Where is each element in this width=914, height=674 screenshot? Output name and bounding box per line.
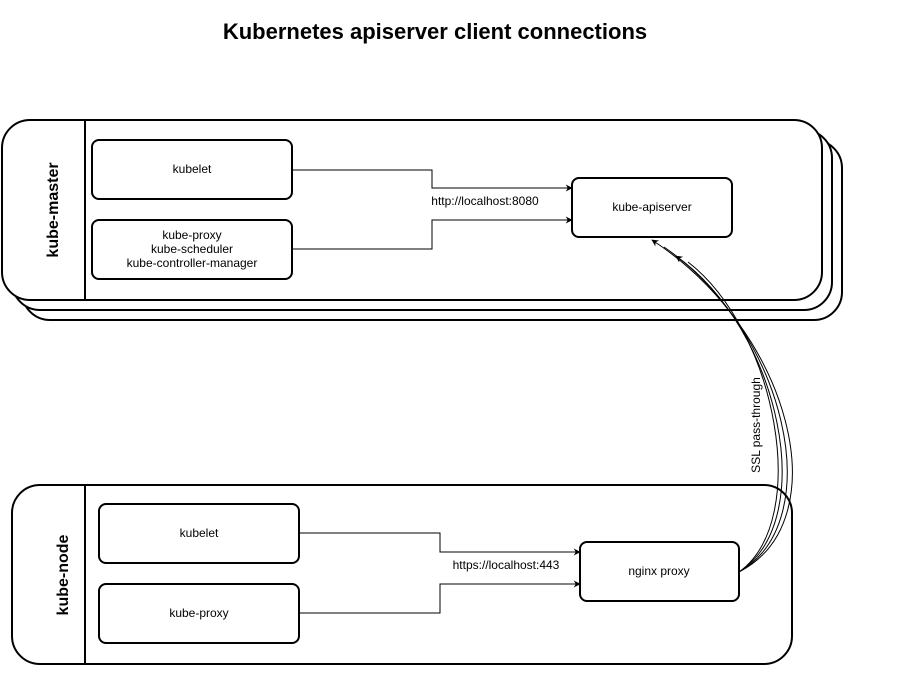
node-kubelet-label: kubelet xyxy=(180,526,219,540)
kube-node-label: kube-node xyxy=(55,534,72,615)
master-connection-label-bg xyxy=(440,193,560,209)
ssl-pass-through-links xyxy=(651,239,793,573)
nginx-proxy-label: nginx proxy xyxy=(628,564,689,578)
node-kubelet-connector xyxy=(299,532,581,556)
node-kube-proxy-connector xyxy=(299,580,581,614)
master-kubelet-label: kubelet xyxy=(173,162,212,176)
ssl-link-3 xyxy=(675,255,783,573)
component-kube-controller-manager: kube-controller-manager xyxy=(127,256,258,270)
kube-master-label: kube-master xyxy=(45,162,62,257)
diagram-title: Kubernetes apiserver client connections xyxy=(223,19,647,44)
ssl-link-1 xyxy=(651,239,793,573)
kube-master-group: kube-master kubelet kube-proxy kube-sche… xyxy=(1,119,843,321)
node-kube-proxy-label: kube-proxy xyxy=(169,606,228,620)
ssl-link-2 xyxy=(663,246,788,573)
ssl-pass-through-label: SSL pass-through xyxy=(749,377,763,473)
kube-node-group: kube-node kubelet kube-proxy nginx proxy… xyxy=(11,484,793,665)
component-kube-proxy: kube-proxy xyxy=(162,228,221,242)
ssl-link-4 xyxy=(687,261,779,573)
kube-apiserver-box xyxy=(571,177,733,238)
component-kube-scheduler: kube-scheduler xyxy=(151,242,233,256)
node-connection-label: https://localhost:443 xyxy=(453,558,560,572)
master-kubelet-connector xyxy=(292,169,573,192)
node-connection-label-bg xyxy=(448,557,568,573)
master-components-connector xyxy=(292,216,573,250)
master-connection-label: http://localhost:8080 xyxy=(431,194,539,208)
kube-apiserver-label: kube-apiserver xyxy=(612,200,691,214)
